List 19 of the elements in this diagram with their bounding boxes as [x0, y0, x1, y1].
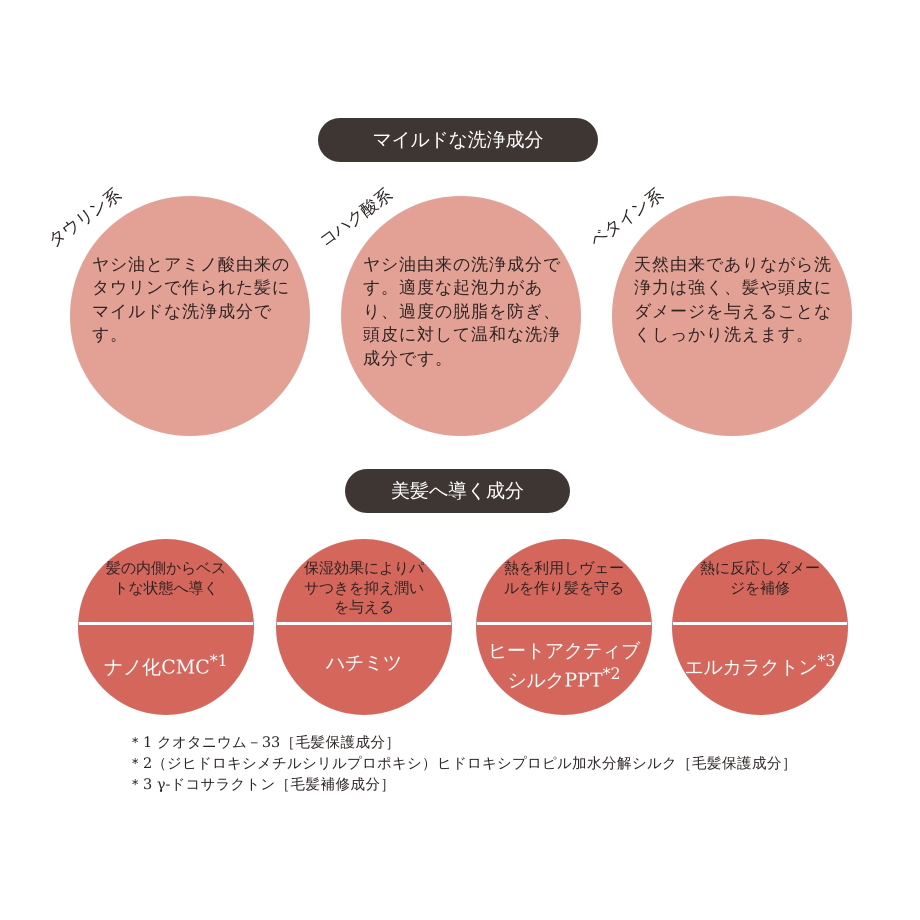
ingredient-name: ナノ化CMC$^{*1}$ — [103, 651, 229, 680]
section-heading: マイルドな洗浄成分 — [318, 118, 598, 162]
footnote-text: ＊2（ジヒドロキシメチルシリルプロポキシ）ヒドロキシプロピル加水分解シルク［毛髪保護成分］ — [128, 754, 798, 773]
ingredient-name: ヒートアクティブシルクPPT$^{*2}$ — [487, 639, 642, 693]
effect-text: 髪の内側からベストな状態へ導く — [105, 559, 227, 598]
footnote-text: ＊3 γ-ドコサラクトン［毛髪補修成分］ — [128, 776, 396, 794]
effect-text: 熱に反応しダメージを補修 — [699, 559, 821, 598]
category-label: ベタイン系 — [586, 184, 668, 252]
description-text: ヤシ油由来の洗浄成分です。適度な起泡力があり、過度の脱脂を防ぎ、頭皮に対して温和な洗浄成分です。 — [363, 254, 562, 371]
category-label: コハク酸系 — [314, 184, 397, 252]
category-label: タウリン系 — [44, 184, 126, 252]
effect-text: 熱を利用しヴェールを作り髪を守る — [503, 559, 625, 598]
ingredient-name: ハチミツ — [325, 651, 403, 676]
description-text: 天然由来でありながら洗浄力は強く、髪や頭皮にダメージを与えることなくしっかり洗えます。 — [634, 254, 833, 348]
effect-text: 保湿効果によりパサつきを抑え潤いを与える — [303, 559, 426, 618]
ingredient-name: エルカラクトン$^{*3}$ — [684, 651, 836, 680]
footnote-text: ＊1 クオタニウム－33［毛髪保護成分］ — [128, 734, 400, 752]
section-heading: 美髪へ導く成分 — [345, 469, 570, 513]
description-text: ヤシ油とアミノ酸由来のタウリンで作られた髪にマイルドな洗浄成分です。 — [92, 254, 291, 348]
